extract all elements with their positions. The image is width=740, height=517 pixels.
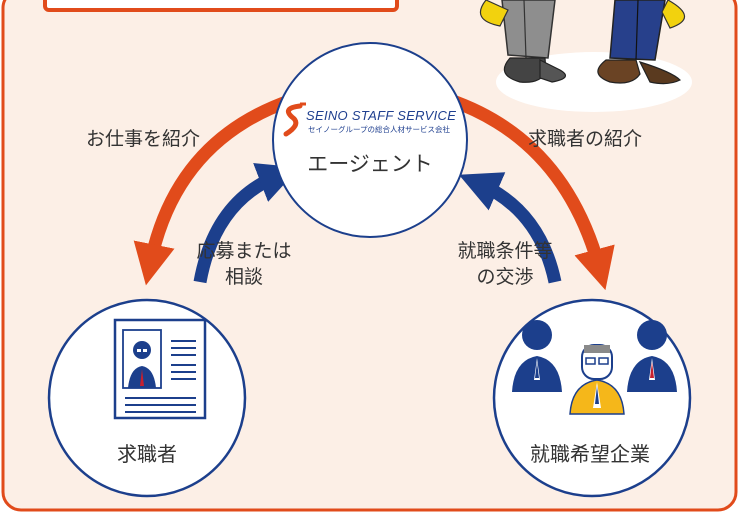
mascot-figures xyxy=(479,0,692,112)
resume-icon xyxy=(113,318,207,420)
label-seeker-to-agent: 応募または 相談 xyxy=(184,238,304,290)
brand-name: SEINO STAFF SERVICE xyxy=(306,108,457,123)
arrow-agent-to-company xyxy=(447,93,615,291)
label-seeker-to-agent-line2: 相談 xyxy=(224,266,263,288)
label-seeker-to-agent-line1: 応募または xyxy=(196,240,292,262)
arrow-company-to-agent xyxy=(458,172,562,284)
title-banner xyxy=(43,0,399,12)
business-people-icon xyxy=(512,320,677,415)
label-company-to-agent-line1: 就職条件等 xyxy=(457,240,553,262)
logo-s-mark xyxy=(283,102,306,137)
arrow-seeker-to-agent xyxy=(193,163,300,284)
label-company-to-agent-line2: の交渉 xyxy=(476,266,534,288)
label-agent-to-seeker: お仕事を紹介 xyxy=(86,128,201,150)
label-agent-to-company: 求職者の紹介 xyxy=(528,128,643,150)
arrow-agent-to-seeker xyxy=(133,93,295,286)
label-company-to-agent: 就職条件等 の交渉 xyxy=(440,238,570,290)
agent-label: エージェント xyxy=(307,152,433,176)
brand-tagline: セイノーグループの総合人材サービス会社 xyxy=(308,125,451,134)
company-label: 就職希望企業 xyxy=(530,442,650,466)
agent-circle xyxy=(272,42,468,238)
job-seeker-label: 求職者 xyxy=(117,442,177,466)
